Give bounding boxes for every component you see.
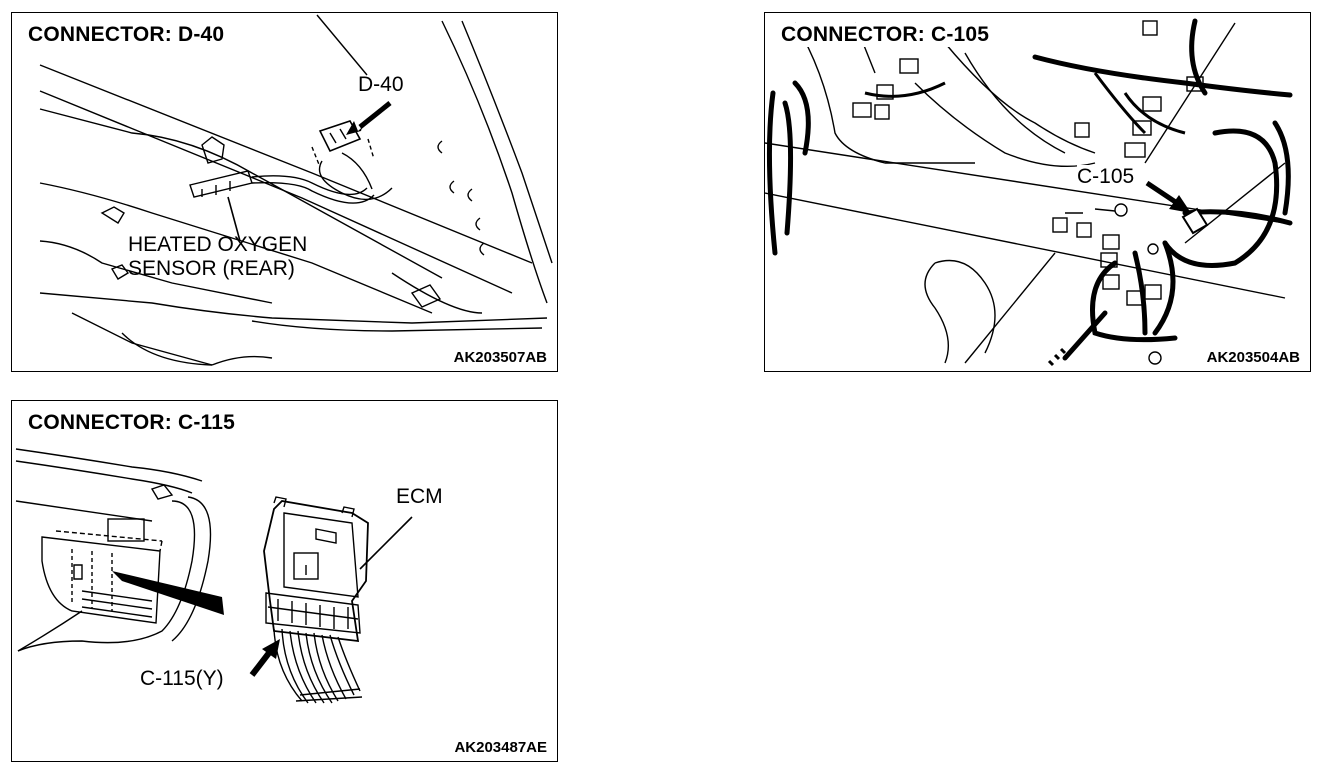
panel-connector-c105: CONNECTOR: C-105 C-105 AK203504AB [764,12,1311,372]
panel-title: CONNECTOR: C-105 [779,23,992,47]
panel-connector-d40: CONNECTOR: D-40 D-40 HEATED OXYGEN SENSO… [11,12,558,372]
image-code: AK203487AE [454,739,547,756]
c115-illustration [15,448,413,704]
connector-label-d40: D-40 [358,73,404,96]
sensor-label-line1: HEATED OXYGEN [128,233,308,256]
image-code: AK203504AB [1206,349,1300,366]
sensor-label-line2: SENSOR (REAR) [128,257,295,280]
c105-illustration [765,18,1293,367]
panel-title: CONNECTOR: C-115 [28,411,236,434]
image-code: AK203507AB [453,349,547,366]
panel-connector-c115: CONNECTOR: C-115 ECM C-115(Y) AK203487AE [11,400,558,762]
ecm-label: ECM [396,485,443,508]
connector-label-c115: C-115(Y) [140,667,224,690]
connector-label-c105: C-105 [1077,165,1135,188]
panel-title: CONNECTOR: D-40 [28,23,225,46]
d40-illustration [39,14,553,366]
